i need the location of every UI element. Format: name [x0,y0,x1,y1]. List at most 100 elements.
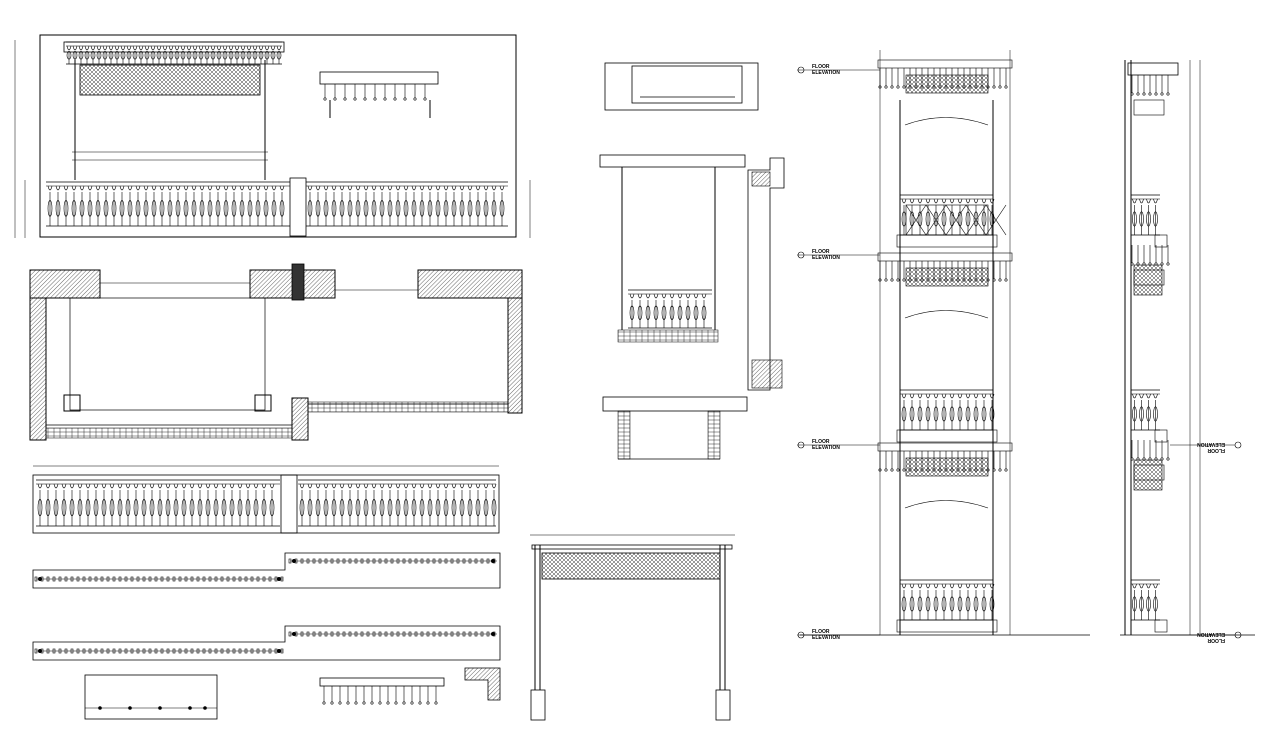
baluster-arch [355,483,361,489]
side-lattice [1133,459,1163,491]
post [354,558,358,564]
rail-posts [34,631,497,654]
post [184,648,188,654]
post [262,648,266,654]
post [154,576,158,582]
baluster-arch [973,393,979,399]
arch [904,310,989,319]
baluster-arch [973,583,979,589]
post [190,648,194,654]
baluster-arch [379,185,385,191]
post [420,631,424,637]
post [76,648,80,654]
drop-tip [362,701,366,705]
baluster-arch [411,483,417,489]
post [390,558,394,564]
baluster-arch [175,185,181,191]
baluster-arch [451,483,457,489]
post [444,558,448,564]
geometric-panel [905,204,989,236]
baluster-arch [315,185,321,191]
drop-tip [1130,262,1134,266]
baluster-arch [901,198,907,204]
post [166,648,170,654]
level-label-line2: ELEVATION [812,70,840,76]
baluster-arch [475,185,481,191]
baluster-arch [499,185,505,191]
drop-tip [884,278,888,282]
post [480,558,484,564]
balustrade [36,479,497,527]
baluster-arch [215,185,221,191]
baluster-arch [363,483,369,489]
baluster-arch [199,185,205,191]
post [118,648,122,654]
baluster-arch [989,393,995,399]
baluster-arch [387,185,393,191]
baluster-arch [1153,583,1158,589]
post [124,576,128,582]
small-canopy-detail [319,71,439,118]
post [318,558,322,564]
baluster-arch [901,583,907,589]
post [268,576,272,582]
post [220,576,224,582]
post [384,631,388,637]
baluster-arch [371,185,377,191]
post [306,631,310,637]
baluster-arch [180,45,186,51]
storey-modules [877,59,1013,633]
post [34,576,38,582]
drop-tip [346,701,350,705]
post [208,648,212,654]
dentil-frieze [66,41,282,65]
baluster-arch [917,198,923,204]
baluster-arch [411,185,417,191]
side-section-modules [1130,75,1170,633]
post [426,631,430,637]
baluster-arch [234,45,240,51]
baluster-arch [315,483,321,489]
post [408,558,412,564]
baluster-arch [347,185,353,191]
post [136,576,140,582]
baluster-arch [127,185,133,191]
geometric-lattice [945,204,967,236]
post [342,558,346,564]
baluster-arch [55,185,61,191]
drop-tip [354,701,358,705]
baluster-arch [307,185,313,191]
baluster-arch [149,483,155,489]
post [166,576,170,582]
post [52,648,56,654]
rail-plan-lower [32,625,501,661]
baluster-arch [917,393,923,399]
baluster-arch [133,483,139,489]
baluster-arch [204,45,210,51]
drop-tip [1130,92,1134,96]
post [232,576,236,582]
fixing-points [98,706,207,710]
baluster-arch [925,393,931,399]
baluster-arch [941,198,947,204]
baluster-arch [1146,198,1151,204]
post [468,631,472,637]
drop-tip [383,97,387,101]
baluster-arch [347,483,353,489]
baluster-arch [183,185,189,191]
baluster-arch [1132,583,1137,589]
baluster-arch [459,483,465,489]
drop-tip [1154,92,1158,96]
fixing-point [158,706,162,710]
end-post [491,632,495,636]
drop-tip [902,85,906,89]
post [288,631,292,637]
post [318,631,322,637]
post [160,648,164,654]
baluster-arch [213,483,219,489]
baluster-arch [222,45,228,51]
canopy-detail [319,677,445,705]
post [244,576,248,582]
end-post [38,649,42,653]
profile-detail [464,667,501,701]
